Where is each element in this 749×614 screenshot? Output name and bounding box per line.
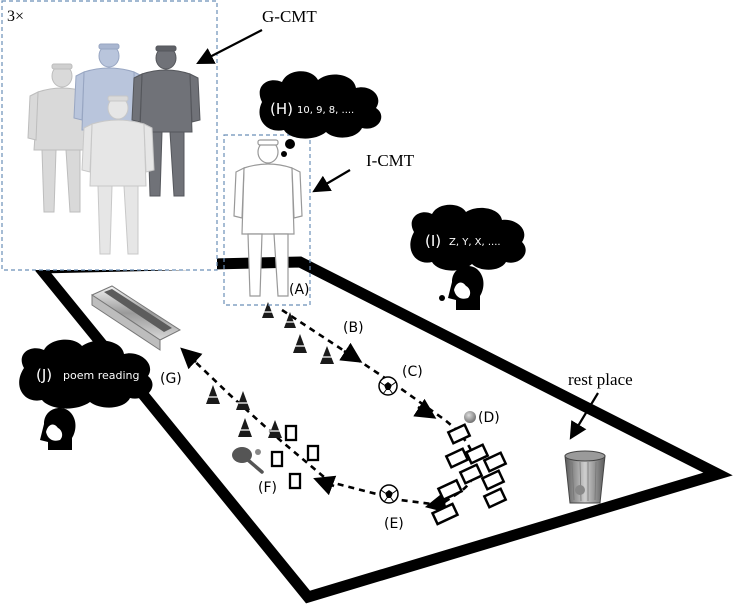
thought-bubble-i: (I) Z, Y, X, .... xyxy=(410,204,526,271)
station-label-f: (F) xyxy=(258,480,277,496)
small-ball-icon xyxy=(464,411,476,423)
station-label-b: (B) xyxy=(343,320,364,336)
group-arrow xyxy=(196,29,263,65)
stepping-squares-right xyxy=(430,423,508,526)
bubble-j-text: poem reading xyxy=(63,369,139,382)
path-arrow-f xyxy=(313,475,337,496)
bubble-i-text: Z, Y, X, .... xyxy=(449,237,501,248)
bubble-h-tag: (H) xyxy=(270,100,293,118)
station-label-g: (G) xyxy=(160,371,182,387)
soccer-ball-icon xyxy=(378,376,398,396)
head-silhouette-icon xyxy=(40,408,76,450)
head-silhouette-icon xyxy=(439,266,484,310)
walking-path xyxy=(184,308,477,507)
individual-arrow xyxy=(312,169,351,193)
bench-icon xyxy=(90,285,182,351)
individual-box xyxy=(223,134,311,306)
cone-icon xyxy=(233,391,253,410)
cone-icon xyxy=(203,385,223,404)
cone-icon xyxy=(235,418,255,437)
bubble-i-tag: (I) xyxy=(425,232,441,250)
walker-figure-individual xyxy=(233,139,303,297)
rest-place-bin-icon xyxy=(564,450,606,504)
cone-icon xyxy=(259,302,277,318)
cone-icon xyxy=(265,420,285,438)
walker-figure-light-front xyxy=(81,95,155,255)
cone-icon xyxy=(281,312,299,328)
individual-label: I-CMT xyxy=(366,151,415,170)
thought-bubble-h: (H) 10, 9, 8, .... xyxy=(259,71,382,157)
bubble-h-text: 10, 9, 8, .... xyxy=(297,105,354,116)
path-arrow-g xyxy=(180,347,203,370)
paddle-icon xyxy=(232,447,264,474)
cone-icon-group xyxy=(203,302,337,438)
thought-bubble-j: (J) poem reading xyxy=(19,339,153,409)
station-label-e: (E) xyxy=(384,516,404,532)
station-label-c: (C) xyxy=(402,364,423,380)
soccer-ball-icon xyxy=(379,484,399,504)
cone-icon xyxy=(290,334,310,353)
stepping-squares-left xyxy=(270,424,320,490)
rest-place-label: rest place xyxy=(568,370,633,389)
cone-icon xyxy=(317,346,337,364)
path-arrow-b xyxy=(339,342,363,363)
bubble-j-tag: (J) xyxy=(36,366,52,384)
station-label-a: (A) xyxy=(289,282,310,298)
station-label-d: (D) xyxy=(478,410,500,426)
group-label: G-CMT xyxy=(262,7,317,26)
group-multiplier: 3× xyxy=(7,8,24,25)
rest-place-arrow xyxy=(569,392,599,440)
path-arrow-e xyxy=(424,492,448,513)
path-arrow-d xyxy=(413,398,437,419)
